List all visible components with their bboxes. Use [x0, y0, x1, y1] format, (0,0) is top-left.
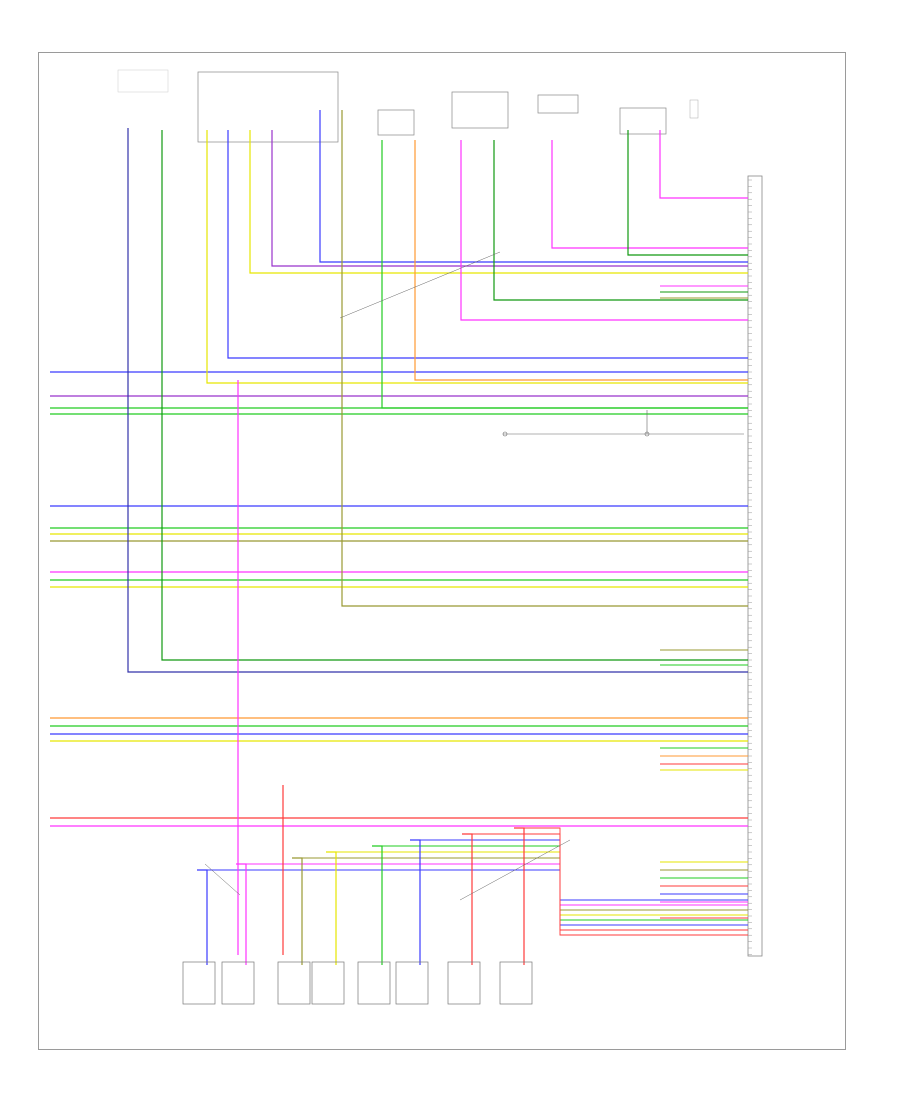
injector-feed [514, 827, 525, 965]
injector-signal [524, 827, 748, 936]
wire-branch [460, 140, 748, 321]
wire-branch [271, 130, 748, 267]
fuel-injector [311, 961, 345, 1005]
wire-branch [341, 110, 748, 607]
fuel-injector [395, 961, 429, 1005]
fuel-injector [357, 961, 391, 1005]
wire-branch [659, 130, 748, 199]
note-leaders [204, 251, 571, 901]
sensor-1 [117, 69, 169, 93]
sensor-2 [197, 71, 339, 143]
wire-branch [627, 130, 748, 256]
injector-signal [336, 851, 748, 916]
wire-branch [206, 130, 748, 384]
fuel-injector [499, 961, 533, 1005]
injector-signal [472, 833, 748, 931]
injector-feed [292, 857, 303, 965]
sensor-3 [377, 109, 415, 136]
sensor-4 [451, 91, 509, 129]
wire-branch [161, 130, 748, 661]
injector-signal [207, 869, 748, 901]
wire-branch [381, 140, 748, 409]
injector-signal [382, 845, 748, 921]
injector-feed [326, 851, 337, 965]
pcm-connector [747, 175, 763, 957]
wire-branch [227, 130, 748, 359]
wire-branch [249, 130, 748, 274]
fuel-injector [221, 961, 255, 1005]
fuel-injector [447, 961, 481, 1005]
ground-symbol [689, 99, 699, 119]
wire-branch [551, 140, 748, 249]
splice-symbols [502, 410, 744, 437]
wire-branch [127, 128, 748, 673]
wire-branch [414, 140, 748, 381]
injector-signal [420, 839, 748, 926]
diagram-frame [38, 52, 846, 1050]
top-components [117, 69, 699, 143]
wire-branch [493, 140, 748, 301]
fuel-injector [182, 961, 216, 1005]
injector-feed [462, 833, 473, 965]
sensor-5 [537, 94, 579, 114]
injector-feed [197, 869, 208, 965]
wire-branch [319, 110, 748, 263]
sensor-6 [619, 107, 667, 135]
wire-harness [50, 110, 748, 965]
fuel-injector [277, 961, 311, 1005]
fuel-injectors [182, 961, 533, 1005]
injector-feed [410, 839, 421, 965]
